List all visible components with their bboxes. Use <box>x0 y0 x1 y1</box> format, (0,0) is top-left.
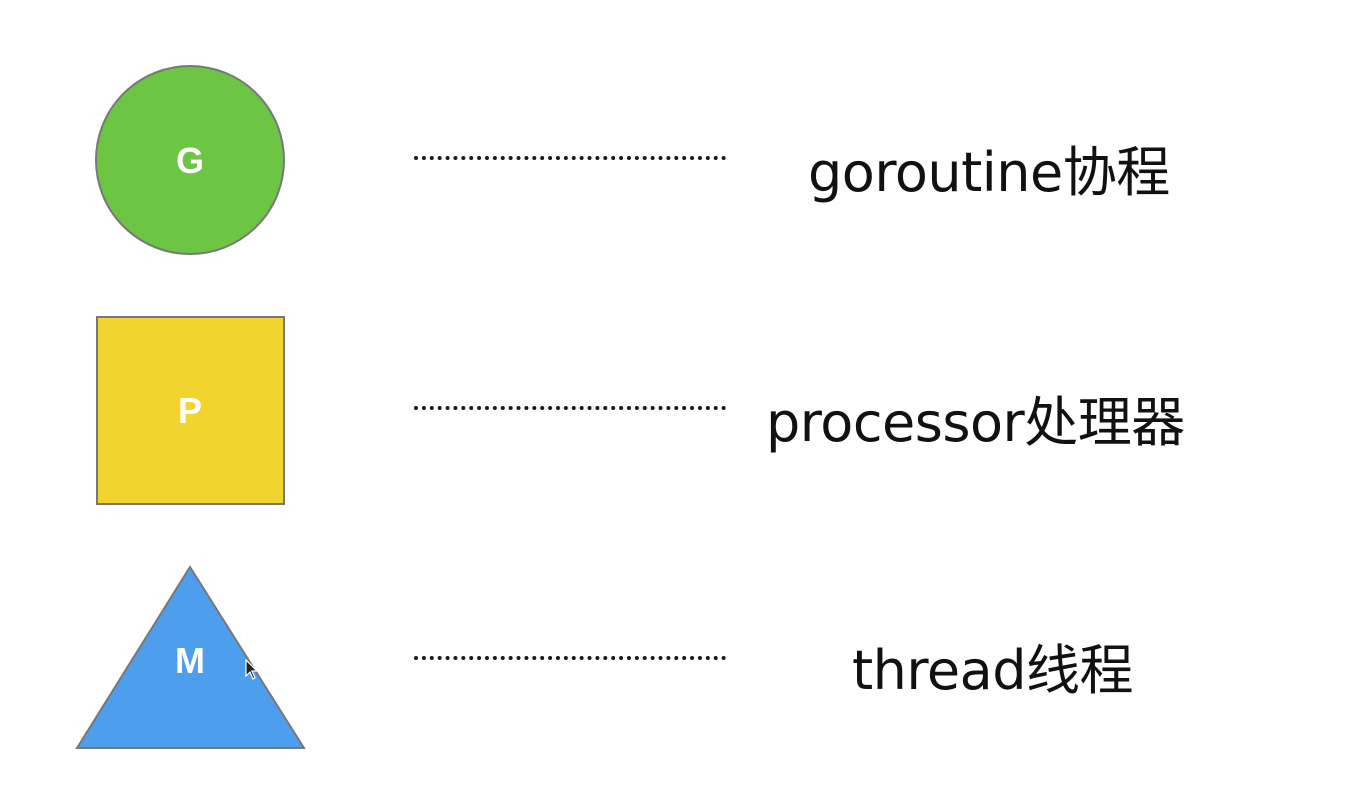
goroutine-letter: G <box>176 140 204 181</box>
processor-square-shape: P <box>96 316 285 505</box>
goroutine-circle-shape: G <box>95 65 285 255</box>
processor-description: processor处理器 <box>766 391 1185 454</box>
thread-letter: M <box>175 640 205 681</box>
goroutine-circle <box>95 65 285 255</box>
mouse-pointer-icon <box>245 659 259 680</box>
thread-triangle-shape: M <box>75 565 306 749</box>
goroutine-dotted-leader <box>414 156 726 160</box>
legend-row-processor: P processor处理器 <box>0 310 1353 510</box>
thread-triangle <box>75 565 306 749</box>
processor-square <box>96 316 285 505</box>
thread-description: thread线程 <box>852 639 1134 702</box>
processor-dotted-leader <box>414 406 726 410</box>
legend-row-goroutine: G goroutine协程 <box>0 60 1353 260</box>
legend-row-thread: M thread线程 <box>0 560 1353 760</box>
goroutine-description: goroutine协程 <box>808 141 1170 204</box>
processor-letter: P <box>178 390 202 431</box>
thread-dotted-leader <box>414 656 726 660</box>
